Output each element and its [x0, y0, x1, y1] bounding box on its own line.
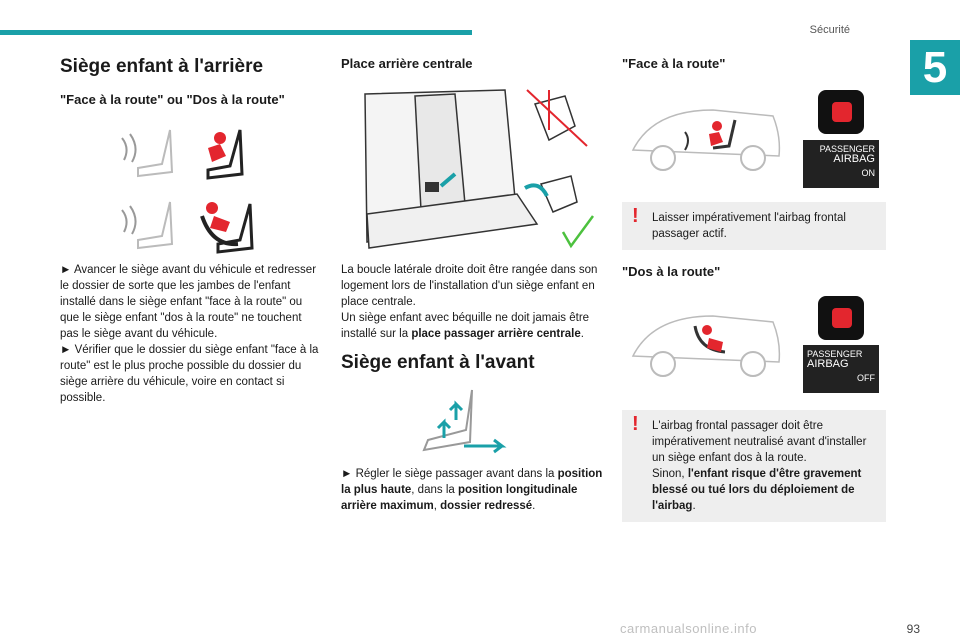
- warning-text: Laisser impérativement l'airbag frontal …: [652, 212, 846, 240]
- heading-rear-center: Place arrière centrale: [341, 56, 473, 71]
- warning-box-1: ! Laisser impérativement l'airbag fronta…: [622, 202, 886, 250]
- column-1: Siège enfant à l'arrière "Face à la rout…: [60, 56, 322, 119]
- column-2-text: La boucle latérale droite doit être rang…: [341, 262, 603, 388]
- column-3b: "Dos à la route": [622, 264, 884, 291]
- paragraph: La boucle latérale droite doit être rang…: [341, 264, 598, 308]
- child-seat-rear-icon: [121, 201, 254, 254]
- child-seat-forward-icon: [121, 129, 244, 180]
- paragraph: ► Avancer le siège avant du véhicule et …: [60, 264, 317, 340]
- column-3: "Face à la route": [622, 56, 884, 83]
- heading-rearward: "Dos à la route": [622, 264, 721, 279]
- airbag-off-icon: PASSENGER AIRBAG OFF: [803, 345, 879, 393]
- section-title: Sécurité: [809, 24, 850, 36]
- column-1-text: ► Avancer le siège avant du véhicule et …: [60, 262, 322, 406]
- heading-forward: "Face à la route": [622, 56, 726, 71]
- instruction-2: Vérifier que le dossier du siège enfant …: [60, 344, 319, 404]
- airbag-on-icon: PASSENGER AIRBAG ON: [803, 140, 879, 188]
- subheading-forward-rear: "Face à la route" ou "Dos à la route": [60, 92, 285, 107]
- paragraph: ► Vérifier que le dossier du siège enfan…: [60, 344, 319, 404]
- column-2: Place arrière centrale: [341, 56, 603, 83]
- page-number: 93: [906, 622, 920, 636]
- warning-text: L'airbag frontal passager doit être impé…: [652, 420, 867, 464]
- airbag-switch-off-icon: [818, 296, 864, 340]
- chapter-tab: 5: [910, 40, 960, 95]
- column-2-text-2: ► Régler le siège passager avant dans la…: [341, 466, 603, 514]
- paragraph: Un siège enfant avec béquille ne doit ja…: [341, 312, 590, 340]
- heading-rear-child-seat: Siège enfant à l'arrière: [60, 56, 264, 77]
- rear-bench-icon: [364, 89, 595, 249]
- child-seat-figures: [121, 129, 254, 254]
- airbag-switch-on-icon: [818, 90, 864, 134]
- warning-icon: !: [632, 413, 639, 435]
- car-forward-figure: [631, 109, 781, 171]
- instruction-1: Avancer le siège avant du véhicule et re…: [60, 264, 317, 340]
- heading-front-child-seat: Siège enfant à l'avant: [341, 352, 535, 373]
- warning-box-2: ! L'airbag frontal passager doit être im…: [622, 410, 886, 522]
- front-seat-adjust-icon: [422, 389, 507, 454]
- footer-watermark: carmanualsonline.info: [620, 621, 757, 636]
- warning-icon: !: [632, 205, 639, 227]
- paragraph: ► Régler le siège passager avant dans la…: [341, 468, 603, 512]
- header-bar: [0, 30, 472, 35]
- car-rear-figure: [631, 315, 781, 377]
